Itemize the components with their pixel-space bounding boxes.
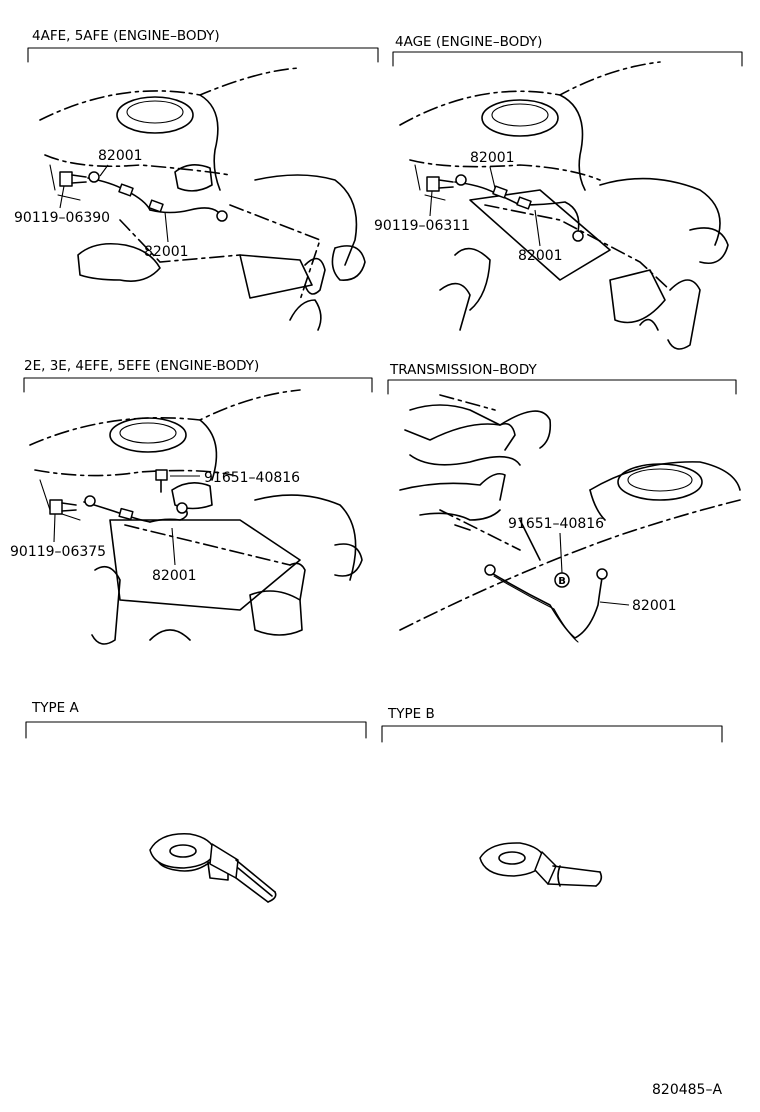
- figure-id: 820485–A: [652, 1082, 722, 1098]
- part-label-91651-40816: 91651–40816: [204, 470, 300, 486]
- part-label-91651-40816: 91651–40816: [508, 516, 604, 532]
- part-label-82001: 82001: [98, 148, 143, 164]
- marker-b: B: [554, 572, 570, 588]
- section-bracket: [381, 725, 723, 743]
- panel-transmission-body: TRANSMISSION–BODY B: [387, 362, 741, 643]
- engine-illustration: [29, 389, 363, 645]
- panel-title: TYPE A: [31, 700, 79, 716]
- panel-4afe-5afe: 4AFE, 5AFE (ENGINE–BODY): [14, 28, 379, 331]
- panel-title: 4AGE (ENGINE–BODY): [395, 34, 542, 50]
- terminal-type-b: [479, 842, 603, 887]
- marker-b-label: B: [558, 576, 566, 587]
- panel-title: TYPE B: [387, 706, 435, 722]
- bolt-90119: [59, 171, 87, 187]
- bolt-90119: [49, 499, 77, 515]
- bolt-90119: [426, 176, 454, 192]
- engine-illustration: [39, 67, 366, 331]
- part-label-90119-06390: 90119–06390: [14, 210, 110, 226]
- panel-4age: 4AGE (ENGINE–BODY): [374, 34, 743, 350]
- ground-strap-82001: [454, 174, 584, 242]
- ground-strap-82001: [83, 495, 188, 523]
- section-bracket: [27, 47, 379, 63]
- section-bracket: [392, 51, 743, 67]
- panel-title: 2E, 3E, 4EFE, 5EFE (ENGINE-BODY): [24, 358, 259, 374]
- terminal-type-a: [149, 833, 277, 903]
- section-bracket: [25, 721, 367, 739]
- part-label-90119-06375: 90119–06375: [10, 544, 106, 560]
- engine-illustration: [399, 61, 729, 350]
- ground-strap-82001: [87, 171, 228, 222]
- part-label-82001: 82001: [632, 598, 677, 614]
- bolt-91651: [155, 469, 168, 493]
- panel-title: 4AFE, 5AFE (ENGINE–BODY): [32, 28, 220, 44]
- part-label-82001-lower: 82001: [144, 244, 189, 260]
- part-label-82001: 82001: [470, 150, 515, 166]
- part-label-82001-lower: 82001: [518, 248, 563, 264]
- transmission-illustration: [399, 394, 741, 631]
- section-bracket: [387, 379, 737, 395]
- panel-2e-3e-4efe-5efe: 2E, 3E, 4EFE, 5EFE (ENGINE-BODY): [10, 358, 373, 645]
- part-label-82001: 82001: [152, 568, 197, 584]
- panel-title: TRANSMISSION–BODY: [389, 362, 538, 378]
- section-bracket: [23, 377, 373, 393]
- panel-type-b: TYPE B: [381, 706, 723, 887]
- panel-type-a: TYPE A: [25, 700, 367, 903]
- ground-strap-82001: [484, 564, 608, 643]
- part-label-90119-06311: 90119–06311: [374, 218, 470, 234]
